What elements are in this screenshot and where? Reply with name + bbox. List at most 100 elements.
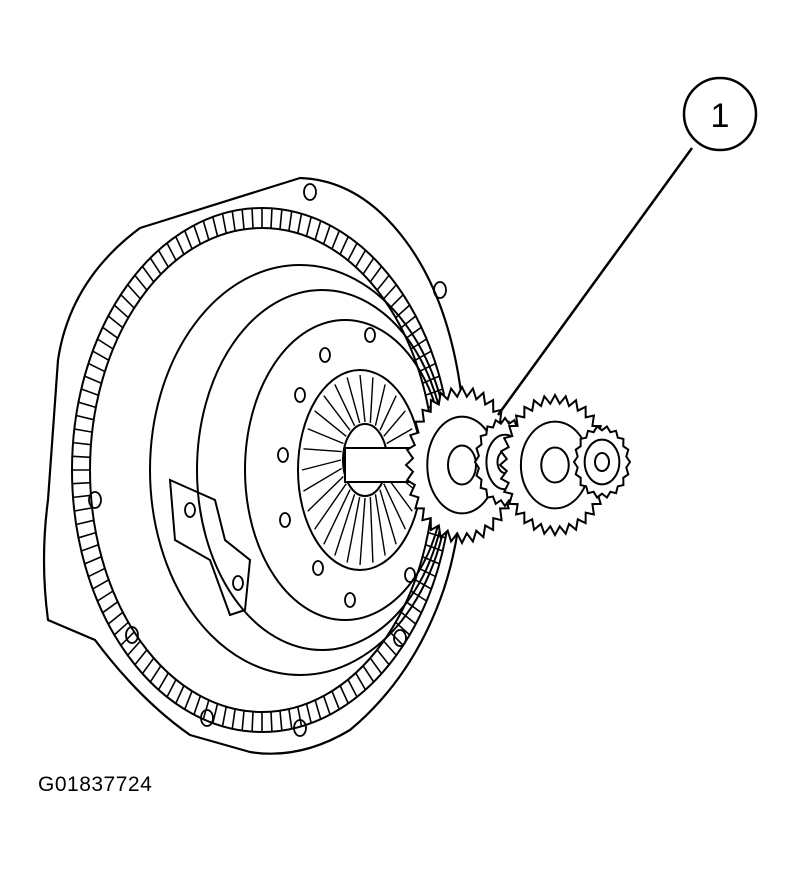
ring-tooth bbox=[362, 665, 375, 683]
ring-tooth bbox=[279, 710, 283, 731]
ring-tooth bbox=[202, 220, 210, 241]
ring-tooth bbox=[221, 706, 228, 727]
ring-tooth bbox=[279, 209, 283, 230]
ring-tooth bbox=[120, 294, 135, 309]
ring-tooth bbox=[97, 338, 114, 350]
diaphragm-finger bbox=[374, 494, 386, 556]
diaphragm-finger bbox=[307, 428, 344, 445]
end-gear bbox=[572, 425, 632, 499]
diaphragm-finger bbox=[374, 384, 386, 426]
ring-tooth bbox=[339, 236, 349, 255]
ring-tooth bbox=[75, 519, 94, 526]
ring-tooth bbox=[84, 555, 102, 565]
ring-tooth bbox=[72, 494, 92, 499]
gear-bore bbox=[594, 452, 610, 472]
ring-tooth bbox=[314, 699, 322, 720]
ring-tooth bbox=[270, 208, 273, 229]
ring-tooth bbox=[81, 544, 99, 552]
ring-tooth bbox=[74, 428, 93, 433]
diaphragm-finger bbox=[379, 395, 397, 431]
bolt-hole bbox=[125, 626, 139, 644]
ring-tooth bbox=[149, 257, 162, 275]
bolt-hole bbox=[364, 327, 376, 343]
ring-tooth bbox=[383, 640, 397, 656]
ring-tooth bbox=[305, 703, 312, 724]
ring-tooth bbox=[376, 274, 390, 291]
ring-tooth bbox=[74, 507, 93, 512]
ring-tooth bbox=[418, 567, 436, 578]
mount-bracket bbox=[168, 478, 252, 617]
ring-tooth bbox=[212, 216, 219, 237]
ring-tooth bbox=[193, 225, 202, 245]
diaphragm-finger bbox=[379, 489, 397, 545]
ring-tooth bbox=[97, 590, 114, 602]
ring-tooth bbox=[88, 362, 106, 373]
ring-tooth bbox=[113, 304, 129, 319]
flywheel-plate bbox=[42, 176, 465, 755]
diaphragm-finger bbox=[346, 377, 361, 424]
ring-tooth bbox=[296, 213, 303, 234]
ring-tooth bbox=[314, 220, 322, 241]
gear-bore bbox=[447, 444, 477, 486]
ring-tooth bbox=[193, 695, 202, 715]
diaphragm-finger bbox=[301, 459, 342, 471]
ring-tooth bbox=[400, 315, 417, 329]
ring-tooth bbox=[72, 455, 91, 459]
ring-tooth bbox=[231, 211, 236, 232]
ring-tooth bbox=[183, 230, 193, 250]
bolt-holes bbox=[88, 183, 447, 737]
ring-tooth bbox=[72, 481, 91, 485]
ring-tooth bbox=[296, 706, 303, 727]
ring-tooth bbox=[127, 640, 141, 656]
ring-tooth bbox=[72, 441, 92, 446]
ring-tooth bbox=[389, 294, 404, 309]
ring-tooth bbox=[251, 208, 254, 229]
ring-tooth bbox=[78, 531, 97, 539]
ring-tooth bbox=[288, 211, 293, 232]
ring-tooth bbox=[405, 326, 422, 339]
ring-tooth bbox=[383, 284, 397, 300]
bolt-hole bbox=[393, 629, 407, 647]
gear-bore bbox=[540, 446, 570, 484]
ring-tooth bbox=[405, 601, 422, 614]
diaphragm-finger bbox=[359, 374, 366, 423]
bolt-hole bbox=[312, 560, 324, 576]
ring-tooth bbox=[166, 242, 177, 261]
ring-tooth bbox=[221, 213, 228, 234]
diaphragm-finger bbox=[314, 483, 347, 530]
ring-tooth bbox=[288, 708, 293, 729]
ring-tooth bbox=[400, 611, 417, 625]
ring-tooth bbox=[354, 249, 367, 268]
ring-tooth bbox=[183, 690, 193, 710]
bolt-hole bbox=[404, 567, 416, 583]
diaphragm-finger bbox=[307, 475, 344, 512]
bolt-hole bbox=[279, 512, 291, 528]
bolt-hole bbox=[303, 183, 317, 201]
ring-tooth bbox=[102, 601, 119, 614]
gear-cluster bbox=[404, 384, 632, 546]
ring-tooth bbox=[127, 284, 141, 300]
ring-tooth bbox=[414, 579, 432, 590]
ring-tooth bbox=[92, 579, 110, 590]
ring-tooth bbox=[389, 631, 404, 646]
callout-number: 1 bbox=[711, 97, 730, 135]
ring-tooth bbox=[141, 657, 155, 675]
bolt-hole bbox=[319, 347, 331, 363]
second-gear bbox=[498, 392, 612, 538]
diaphragm-finger bbox=[383, 410, 406, 437]
ring-tooth bbox=[347, 679, 358, 698]
bolt-hole bbox=[344, 592, 356, 608]
ring-tooth bbox=[134, 649, 148, 666]
diaphragm-spring-fingers bbox=[301, 374, 419, 566]
ring-tooth bbox=[107, 315, 124, 329]
ring-tooth bbox=[92, 350, 110, 361]
bolt-hole bbox=[293, 719, 307, 737]
bolt-hole bbox=[88, 491, 102, 509]
bolt-hole bbox=[184, 502, 196, 518]
diaphragm-finger bbox=[303, 467, 342, 492]
diaphragm-finger bbox=[359, 497, 366, 566]
callout-circle bbox=[682, 76, 758, 152]
callout-leader-line bbox=[496, 147, 694, 416]
bolt-hole bbox=[294, 387, 306, 403]
ring-tooth bbox=[231, 708, 236, 729]
